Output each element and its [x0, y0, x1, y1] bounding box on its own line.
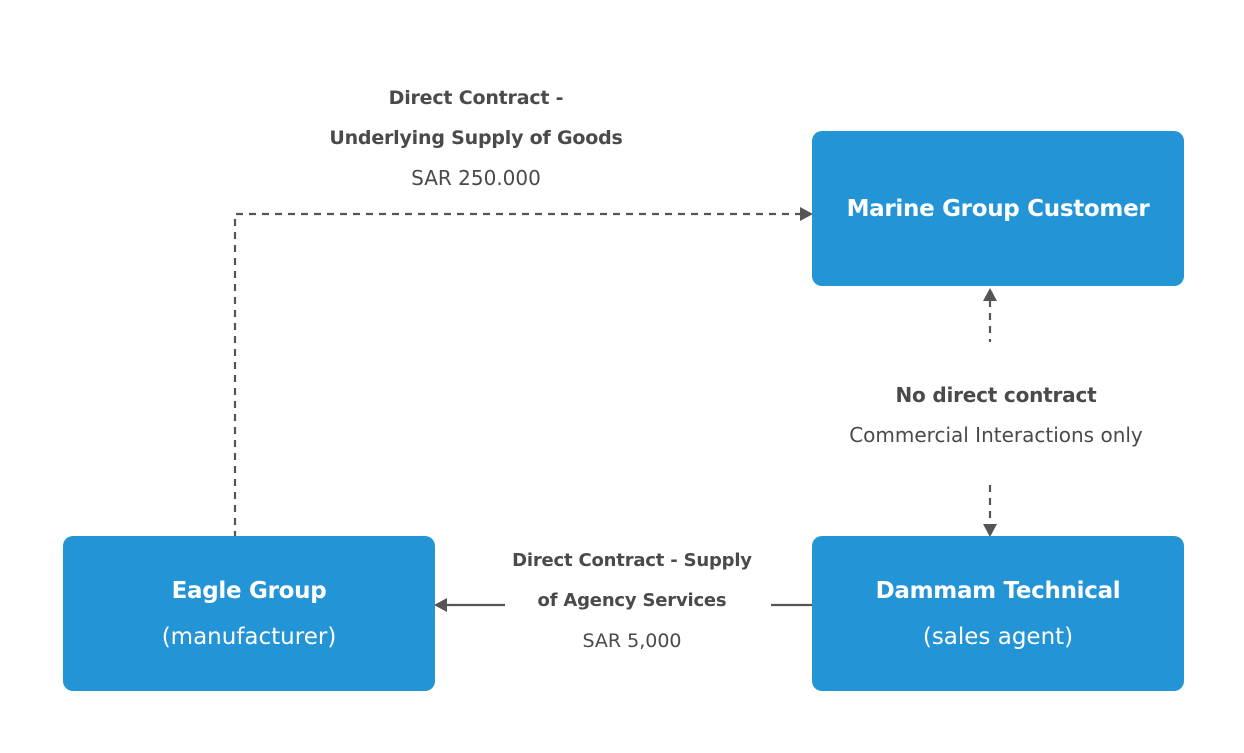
edge-label-line: Underlying Supply of Goods — [329, 127, 623, 149]
node-eagle-group: Eagle Group (manufacturer) — [63, 536, 435, 691]
edge-label-line: Direct Contract - — [388, 87, 564, 109]
node-dammam-title: Dammam Technical — [875, 577, 1121, 604]
node-eagle-title: Eagle Group — [171, 577, 327, 604]
node-marine-title: Marine Group Customer — [846, 195, 1150, 222]
arrowhead-left-icon — [434, 598, 447, 612]
connector-marine-dammam — [983, 288, 997, 537]
edge-label-dammam-to-eagle: Direct Contract - Supply of Agency Servi… — [472, 541, 792, 661]
connector-dammam-to-eagle — [434, 598, 812, 612]
edge-label-line: of Agency Services — [537, 590, 727, 611]
edge-label-line: Commercial Interactions only — [849, 423, 1143, 447]
node-marine-group-customer: Marine Group Customer — [812, 131, 1184, 286]
node-eagle-subtitle: (manufacturer) — [161, 623, 337, 650]
arrowhead-up-icon — [983, 288, 997, 301]
edge-label-amount: SAR 5,000 — [582, 630, 682, 652]
node-dammam-technical: Dammam Technical (sales agent) — [812, 536, 1184, 691]
edge-label-marine-dammam: No direct contract Commercial Interactio… — [818, 375, 1174, 455]
connector-eagle-to-marine — [233, 207, 813, 538]
edge-label-eagle-to-marine: Direct Contract - Underlying Supply of G… — [276, 78, 676, 198]
edge-label-amount: SAR 250.000 — [411, 166, 541, 190]
arrowhead-right-icon — [800, 207, 813, 221]
arrowhead-down-icon — [983, 524, 997, 537]
node-dammam-subtitle: (sales agent) — [922, 623, 1074, 650]
edge-label-line: No direct contract — [895, 383, 1097, 407]
edge-label-line: Direct Contract - Supply — [512, 550, 752, 571]
